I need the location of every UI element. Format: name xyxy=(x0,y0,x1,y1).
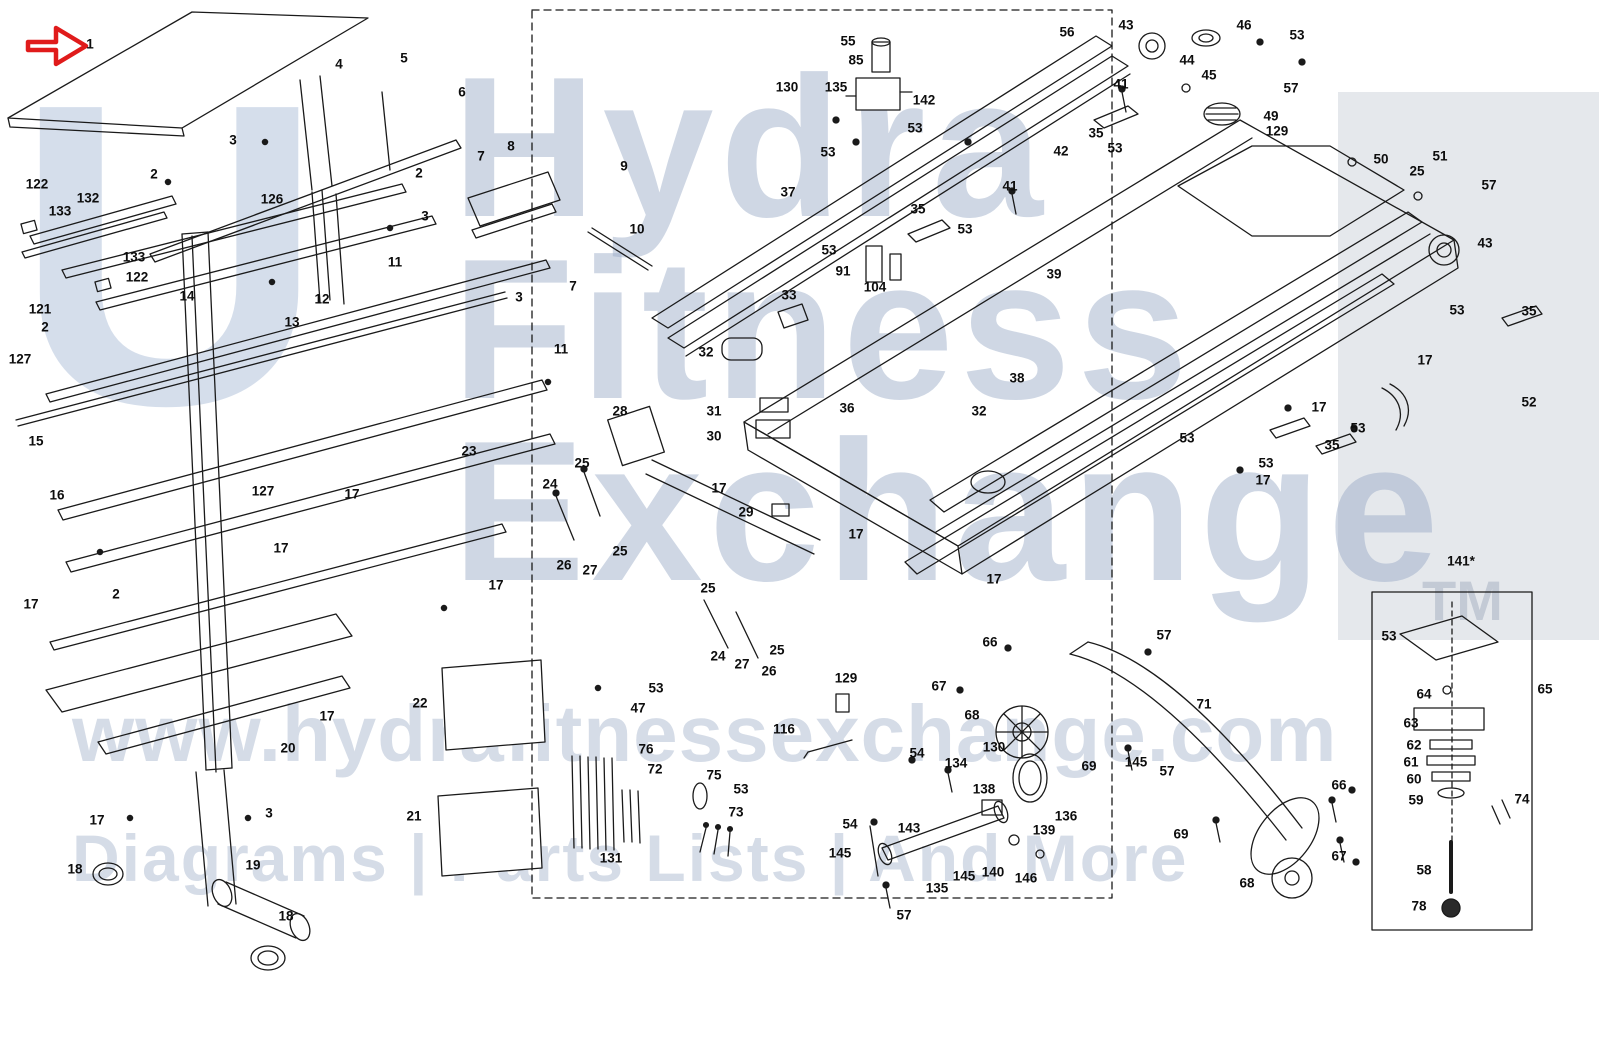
red-arrow-icon xyxy=(25,25,89,67)
inset-assembly xyxy=(1371,591,1533,931)
left-frame-assembly xyxy=(7,11,734,971)
dashed-boundary xyxy=(531,9,1113,899)
deck-assembly xyxy=(552,29,1543,909)
